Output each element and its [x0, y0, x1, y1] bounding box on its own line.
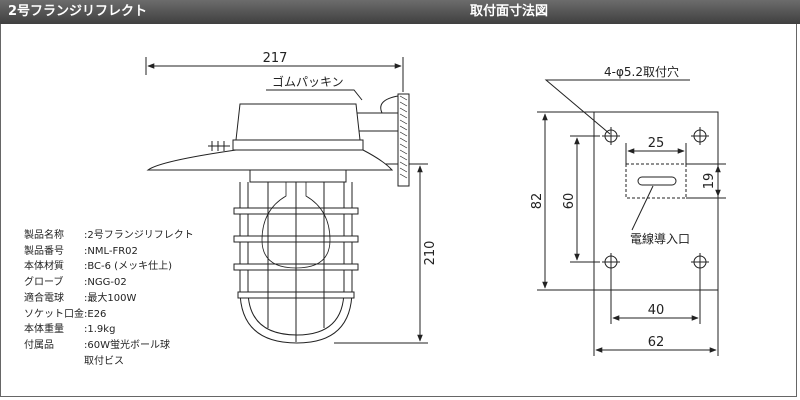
dim-height-label: 210: [423, 241, 438, 266]
technical-drawing: 217 210 ゴムパッキン 4-φ5.2取付穴 25 19 82 60 40 …: [145, 51, 726, 356]
mount-hole-label: 4-φ5.2取付穴: [604, 64, 679, 79]
header-bar: 2号フランジリフレクト 取付面寸法図: [0, 0, 800, 24]
dim-62-label: 62: [648, 335, 665, 350]
mounting-face-view: [537, 79, 726, 356]
cable-entry-slot: [637, 176, 677, 186]
dim-82-label: 82: [530, 193, 545, 210]
dim-25-label: 25: [648, 136, 665, 151]
glass-globe: [239, 182, 353, 344]
cable-entry-area: [625, 163, 687, 199]
lamp-side-view: [145, 57, 428, 344]
spec-row: 本体材質 :BC-6 (メッキ仕上): [24, 259, 194, 275]
spec-extra: 取付ビス: [84, 355, 124, 367]
spec-row: 本体重量 :1.9kg: [24, 322, 194, 338]
cable-entry-label: 電線導入口: [630, 231, 690, 246]
spec-label: 付属品: [24, 339, 54, 351]
spec-label: 製品番号: [24, 245, 64, 257]
mount-hole: [691, 253, 709, 271]
spec-label: グローブ: [24, 277, 64, 289]
mount-hole: [691, 127, 709, 145]
mount-hole: [602, 127, 620, 145]
spec-row: グローブ :NGG-02: [24, 275, 194, 291]
spec-value: :2号フランジリフレクト: [84, 230, 194, 241]
spec-row: 付属品 :60W蛍光ボール球: [24, 338, 194, 354]
mounting-diagram-title: 取付面寸法図: [470, 4, 549, 19]
spec-value: :1.9kg: [84, 324, 116, 336]
spec-label: 本体材質: [24, 261, 64, 273]
spec-value: :E26: [84, 308, 107, 320]
spec-value: :BC-6 (メッキ仕上): [84, 261, 172, 273]
reflector-shade: [146, 149, 394, 171]
spec-value: :NGG-02: [84, 277, 127, 289]
spec-list: 製品名称 :2号フランジリフレクト 製品番号 :NML-FR02 本体材質 :BC-6…: [24, 228, 194, 369]
spec-value: :60W蛍光ボール球: [84, 339, 170, 351]
spec-label: 製品名称: [24, 230, 64, 241]
dim-19-label: 19: [702, 173, 717, 190]
spec-row: ソケット口金:E26: [24, 307, 194, 323]
product-title: 2号フランジリフレクト: [8, 4, 148, 19]
spec-row: 製品番号 :NML-FR02: [24, 244, 194, 260]
spec-row: 適合電球 :最大100W: [24, 291, 194, 307]
dim-60-label: 60: [562, 193, 577, 210]
dim-40-label: 40: [648, 303, 665, 318]
light-bulb: [261, 181, 331, 269]
dim-width-label: 217: [263, 51, 288, 66]
lamp-cap: [235, 103, 361, 141]
gasket-label: ゴムパッキン: [272, 74, 344, 89]
spec-label: ソケット口金: [24, 308, 84, 320]
spec-row: 製品名称 :2号フランジリフレクト: [24, 228, 194, 244]
spec-label: 適合電球: [24, 292, 64, 304]
spec-value: :NML-FR02: [84, 245, 138, 257]
mount-hole: [602, 253, 620, 271]
spec-label: 本体重量: [24, 324, 64, 336]
spec-value: :最大100W: [84, 292, 137, 304]
